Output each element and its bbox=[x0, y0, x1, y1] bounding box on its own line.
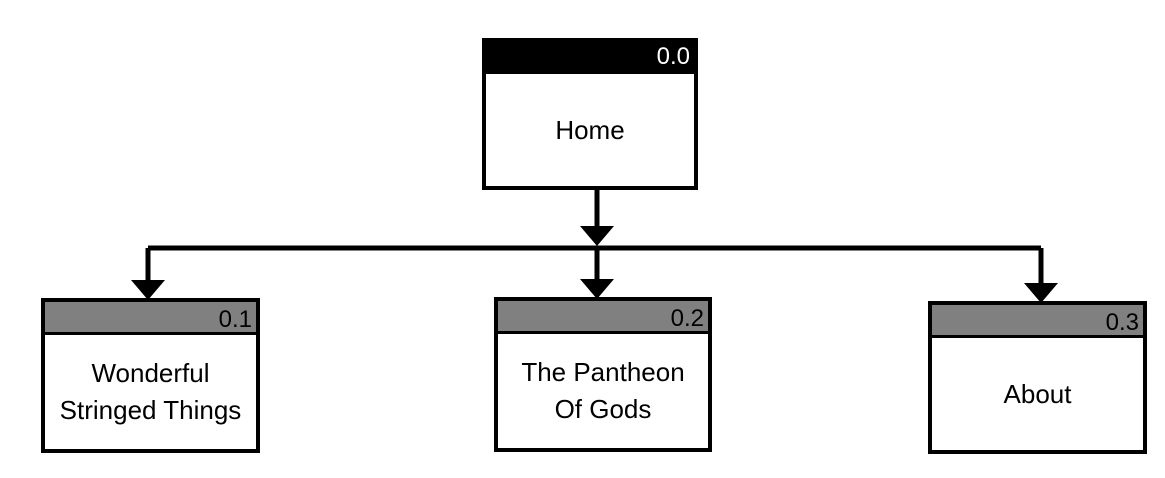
arrowhead-0-1 bbox=[131, 280, 165, 300]
arrowhead-bus bbox=[580, 226, 614, 246]
node-id-badge: 0.2 bbox=[498, 301, 708, 334]
node-id-badge: 0.0 bbox=[486, 42, 694, 74]
arrowhead-0-2 bbox=[580, 279, 614, 299]
arrowhead-0-3 bbox=[1024, 283, 1058, 303]
node-about: 0.3 About bbox=[928, 301, 1147, 454]
node-label: About bbox=[1003, 378, 1072, 409]
node-id-badge: 0.1 bbox=[45, 302, 256, 335]
node-home: 0.0 Home bbox=[482, 38, 698, 190]
node-label: Home bbox=[555, 114, 625, 145]
node-id-badge: 0.3 bbox=[932, 305, 1143, 338]
